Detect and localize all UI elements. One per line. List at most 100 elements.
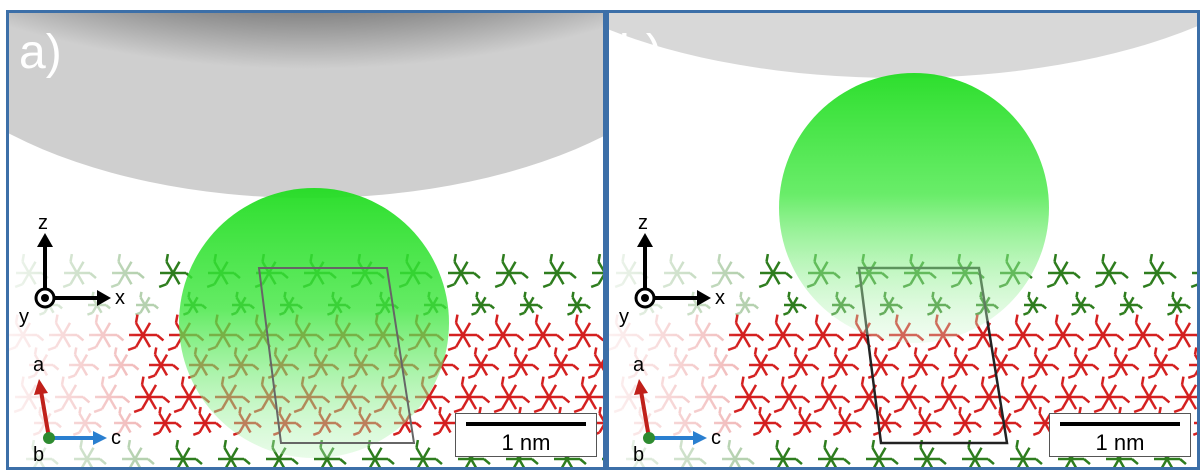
axis-label-a: a xyxy=(633,354,645,376)
molecule-fragment xyxy=(733,376,771,414)
molecule-fragment xyxy=(907,347,940,380)
molecule-fragment xyxy=(773,376,811,414)
axis-label-c: c xyxy=(111,427,121,449)
molecule-fragment xyxy=(1094,253,1129,289)
panel-label: b) xyxy=(619,26,662,79)
molecule-fragment xyxy=(1127,314,1165,352)
lattice-fade xyxy=(609,213,739,467)
molecule-fragment xyxy=(782,291,807,316)
molecule-fragment xyxy=(1047,314,1085,352)
axis-label-b: b xyxy=(33,444,45,466)
molecule-fragment xyxy=(527,314,565,352)
molecule-fragment xyxy=(912,406,942,436)
probe-sphere xyxy=(179,188,449,458)
molecule-fragment xyxy=(827,347,860,380)
molecule-fragment xyxy=(987,347,1020,380)
molecule-fragment xyxy=(453,376,491,414)
molecule-fragment xyxy=(587,347,603,380)
molecule-fragment xyxy=(1007,314,1045,352)
molecule-fragment xyxy=(973,376,1011,414)
molecule-fragment xyxy=(1027,347,1060,380)
lattice-fade xyxy=(9,213,139,467)
molecule-fragment xyxy=(507,347,540,380)
molecule-fragment xyxy=(734,291,759,316)
molecule-fragment xyxy=(1142,253,1177,289)
molecule-fragment xyxy=(1046,253,1081,289)
molecule-fragment xyxy=(1070,291,1095,316)
afm-tip xyxy=(9,13,603,198)
molecule-fragment xyxy=(133,376,171,414)
molecule-fragment xyxy=(770,439,803,467)
molecule-fragment xyxy=(1022,291,1047,316)
scale-bar-label: 1 nm xyxy=(1095,430,1145,455)
molecule-fragment xyxy=(1192,421,1197,436)
molecule-fragment xyxy=(566,291,591,316)
molecule-fragment xyxy=(787,347,820,380)
molecule-fragment xyxy=(792,406,822,436)
molecule-fragment xyxy=(447,314,485,352)
lattice-axes xyxy=(634,379,707,445)
molecule-fragment xyxy=(813,376,851,414)
molecule-fragment xyxy=(832,406,862,436)
molecule-fragment xyxy=(872,406,902,436)
probe-sphere xyxy=(779,73,1049,343)
molecule-fragment xyxy=(1190,271,1197,289)
molecule-fragment xyxy=(1013,376,1051,414)
molecule-fragment xyxy=(170,439,203,467)
molecule-fragment xyxy=(853,376,891,414)
scale-bar: 1 nm xyxy=(1049,413,1191,457)
molecule-fragment xyxy=(758,253,793,289)
molecule-fragment xyxy=(1187,347,1197,380)
molecule-fragment xyxy=(1087,314,1125,352)
axis-label-b: b xyxy=(633,444,645,466)
molecule-fragment xyxy=(752,406,782,436)
molecule-fragment xyxy=(487,314,525,352)
molecule-fragment xyxy=(547,347,580,380)
molecule-fragment xyxy=(518,291,543,316)
molecule-fragment xyxy=(1147,347,1180,380)
molecule-fragment xyxy=(1053,376,1091,414)
molecule-fragment xyxy=(493,376,531,414)
molecule-fragment xyxy=(1118,291,1143,316)
molecule-fragment xyxy=(147,347,180,380)
scale-bar: 1 nm xyxy=(455,413,597,457)
molecule-fragment xyxy=(218,439,251,467)
unit-cell xyxy=(257,267,416,444)
molecule-fragment xyxy=(962,439,995,467)
molecule-fragment xyxy=(467,347,500,380)
panel-a: a) z x y a c b 1 nm xyxy=(6,10,606,470)
xyz-axes xyxy=(634,233,711,309)
panel-b: b) z x y a c b 1 nm xyxy=(606,10,1200,470)
molecule-fragment xyxy=(192,406,222,436)
molecule-fragment xyxy=(1173,376,1197,414)
molecule-fragment xyxy=(807,314,845,352)
xyz-axes xyxy=(34,233,111,309)
molecule-fragment xyxy=(933,376,971,414)
molecule-fragment xyxy=(567,314,603,352)
molecule-fragment xyxy=(446,253,481,289)
molecule-fragment xyxy=(1107,347,1140,380)
molecule-fragment xyxy=(1010,439,1043,467)
axis-label-x: x xyxy=(115,287,125,309)
axis-label-x: x xyxy=(715,287,725,309)
axis-label-z: z xyxy=(38,212,48,234)
axis-label-a: a xyxy=(33,354,45,376)
molecule-fragment xyxy=(952,406,982,436)
molecule-fragment xyxy=(947,347,980,380)
lattice-axes xyxy=(34,379,107,445)
molecule-fragment xyxy=(747,347,780,380)
molecule-fragment xyxy=(470,291,495,316)
molecule-fragment xyxy=(410,439,443,467)
molecule-fragment xyxy=(494,253,529,289)
molecule-fragment xyxy=(914,439,947,467)
molecule-fragment xyxy=(1166,291,1191,316)
molecule-fragment xyxy=(152,406,182,436)
molecule-fragment xyxy=(1167,314,1197,352)
axis-label-c: c xyxy=(711,427,721,449)
molecule-fragment xyxy=(1093,376,1131,414)
axis-label-z: z xyxy=(638,212,648,234)
molecule-fragment xyxy=(893,376,931,414)
molecule-fragment xyxy=(1133,376,1171,414)
panel-b-graphic xyxy=(609,13,1197,467)
molecule-fragment xyxy=(1067,347,1100,380)
